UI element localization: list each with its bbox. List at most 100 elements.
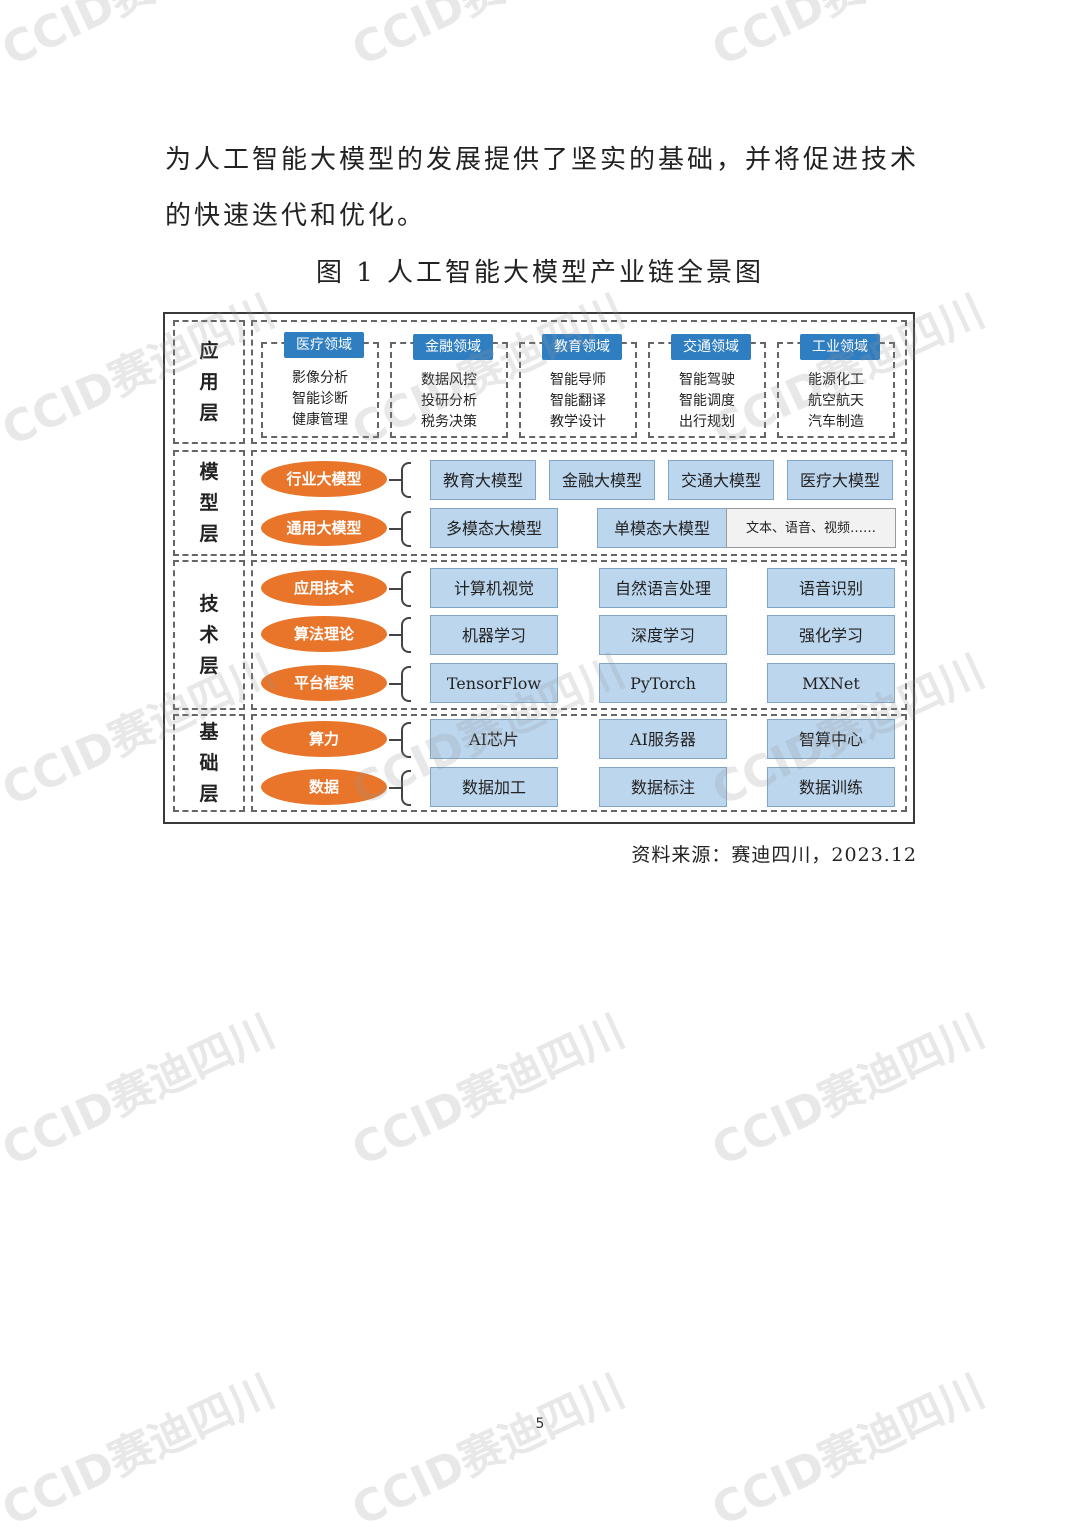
nlp-box: 自然语言处理 — [599, 568, 727, 608]
domain-item: 智能翻译 — [550, 393, 606, 409]
industry-model-pill: 行业大模型 — [261, 461, 387, 497]
mxnet-box: MXNet — [767, 663, 895, 703]
unimodal-model-box: 单模态大模型 — [597, 508, 727, 548]
brace — [401, 511, 411, 547]
watermark: CCID赛迪四川 — [704, 1365, 993, 1537]
ai-server-box: AI服务器 — [599, 719, 727, 759]
domain-items-transport: 智能驾驶 智能调度 出行规划 — [648, 370, 766, 433]
application-tech-pill: 应用技术 — [261, 570, 387, 606]
brace — [401, 617, 411, 653]
domain-item: 投研分析 — [421, 393, 477, 409]
watermark: CCID赛迪四川 — [344, 1365, 633, 1537]
finance-model-box: 金融大模型 — [549, 460, 655, 500]
domain-item: 航空航天 — [808, 393, 864, 409]
tensorflow-box: TensorFlow — [430, 663, 558, 703]
domain-item: 能源化工 — [808, 372, 864, 388]
medical-model-box: 医疗大模型 — [787, 460, 893, 500]
layer-char: 模 — [199, 460, 219, 483]
brace — [401, 571, 411, 607]
brace — [401, 722, 411, 758]
tech-layer-label-frame — [173, 560, 245, 710]
domain-item: 汽车制造 — [808, 414, 864, 430]
paragraph-line-1: 为人工智能大模型的发展提供了坚实的基础，并将促进技术 — [165, 145, 920, 175]
industry-chain-diagram: 应用层 医疗领域 影像分析 智能诊断 健康管理 金融领域 数据风控 投研分析 税… — [163, 312, 915, 824]
brace-tick — [389, 588, 401, 590]
layer-char: 技 — [199, 592, 219, 615]
computer-vision-box: 计算机视觉 — [430, 568, 558, 608]
application-layer-frame — [251, 320, 907, 444]
source-note: 资料来源：赛迪四川，2023.12 — [631, 844, 917, 866]
domain-title-medical: 医疗领域 — [284, 332, 364, 358]
computing-center-box: 智算中心 — [767, 719, 895, 759]
deep-learning-box: 深度学习 — [599, 615, 727, 655]
paragraph-line-2: 的快速迭代和优化。 — [165, 201, 427, 231]
domain-item: 影像分析 — [292, 370, 348, 386]
domain-item: 智能驾驶 — [679, 372, 735, 388]
brace-tick — [389, 739, 401, 741]
layer-char: 型 — [199, 491, 219, 514]
domain-items-education: 智能导师 智能翻译 教学设计 — [519, 370, 637, 433]
page-number: 5 — [535, 1416, 545, 1432]
foundation-layer-label-frame — [173, 714, 245, 812]
domain-item: 数据风控 — [421, 372, 477, 388]
watermark: CCID赛迪四川 — [704, 1005, 993, 1177]
layer-char: 层 — [199, 654, 219, 677]
education-model-box: 教育大模型 — [430, 460, 536, 500]
domain-item: 健康管理 — [292, 412, 348, 428]
data-training-box: 数据训练 — [767, 767, 895, 807]
foundation-layer-frame — [251, 714, 907, 812]
brace-tick — [389, 634, 401, 636]
domain-item: 智能导师 — [550, 372, 606, 388]
brace — [401, 462, 411, 498]
framework-pill: 平台框架 — [261, 665, 387, 701]
watermark: CCID赛迪四川 — [340, 0, 633, 78]
domain-items-medical: 影像分析 智能诊断 健康管理 — [261, 368, 379, 431]
foundation-layer-label: 基础层 — [173, 714, 245, 812]
speech-recognition-box: 语音识别 — [767, 568, 895, 608]
brace-tick — [389, 528, 401, 530]
domain-item: 教学设计 — [550, 414, 606, 430]
model-layer-label-frame — [173, 450, 245, 556]
application-layer-label: 应用层 — [173, 320, 245, 444]
brace — [401, 666, 411, 702]
pytorch-box: PyTorch — [599, 663, 727, 703]
domain-item: 智能调度 — [679, 393, 735, 409]
compute-pill: 算力 — [261, 721, 387, 757]
domain-items-industry: 能源化工 航空航天 汽车制造 — [777, 370, 895, 433]
watermark: CCID赛迪四川 — [0, 1365, 283, 1537]
watermark: CCID赛迪四川 — [0, 0, 283, 78]
layer-char: 层 — [199, 782, 219, 805]
tech-layer-label: 技术层 — [173, 560, 245, 710]
general-model-pill: 通用大模型 — [261, 510, 387, 546]
brace — [401, 770, 411, 806]
domain-title-industry: 工业领域 — [800, 334, 880, 360]
data-processing-box: 数据加工 — [430, 767, 558, 807]
layer-char: 术 — [199, 623, 219, 646]
reinforcement-learning-box: 强化学习 — [767, 615, 895, 655]
transport-model-box: 交通大模型 — [668, 460, 774, 500]
tech-layer-frame — [251, 560, 907, 710]
figure-caption: 图 1 人工智能大模型产业链全景图 — [315, 258, 765, 288]
layer-char: 用 — [199, 370, 219, 393]
brace-tick — [389, 479, 401, 481]
layer-char: 基 — [199, 720, 219, 743]
domain-items-finance: 数据风控 投研分析 税务决策 — [390, 370, 508, 433]
brace-tick — [389, 787, 401, 789]
watermark: CCID赛迪四川 — [0, 1005, 283, 1177]
unimodal-note-box: 文本、语音、视频…… — [726, 508, 896, 548]
model-layer-label: 模型层 — [173, 450, 245, 556]
watermark: CCID赛迪四川 — [700, 0, 993, 78]
data-labeling-box: 数据标注 — [599, 767, 727, 807]
layer-char: 应 — [199, 339, 219, 362]
algorithm-pill: 算法理论 — [261, 616, 387, 652]
body-paragraph: 为人工智能大模型的发展提供了坚实的基础，并将促进技术 的快速迭代和优化。 — [165, 132, 925, 244]
domain-item: 出行规划 — [679, 414, 735, 430]
brace-tick — [389, 683, 401, 685]
multimodal-model-box: 多模态大模型 — [430, 508, 558, 548]
watermark: CCID赛迪四川 — [344, 1005, 633, 1177]
application-layer-label-frame — [173, 320, 245, 444]
domain-item: 税务决策 — [421, 414, 477, 430]
model-layer-frame — [251, 450, 907, 556]
domain-item: 智能诊断 — [292, 391, 348, 407]
layer-char: 层 — [199, 401, 219, 424]
